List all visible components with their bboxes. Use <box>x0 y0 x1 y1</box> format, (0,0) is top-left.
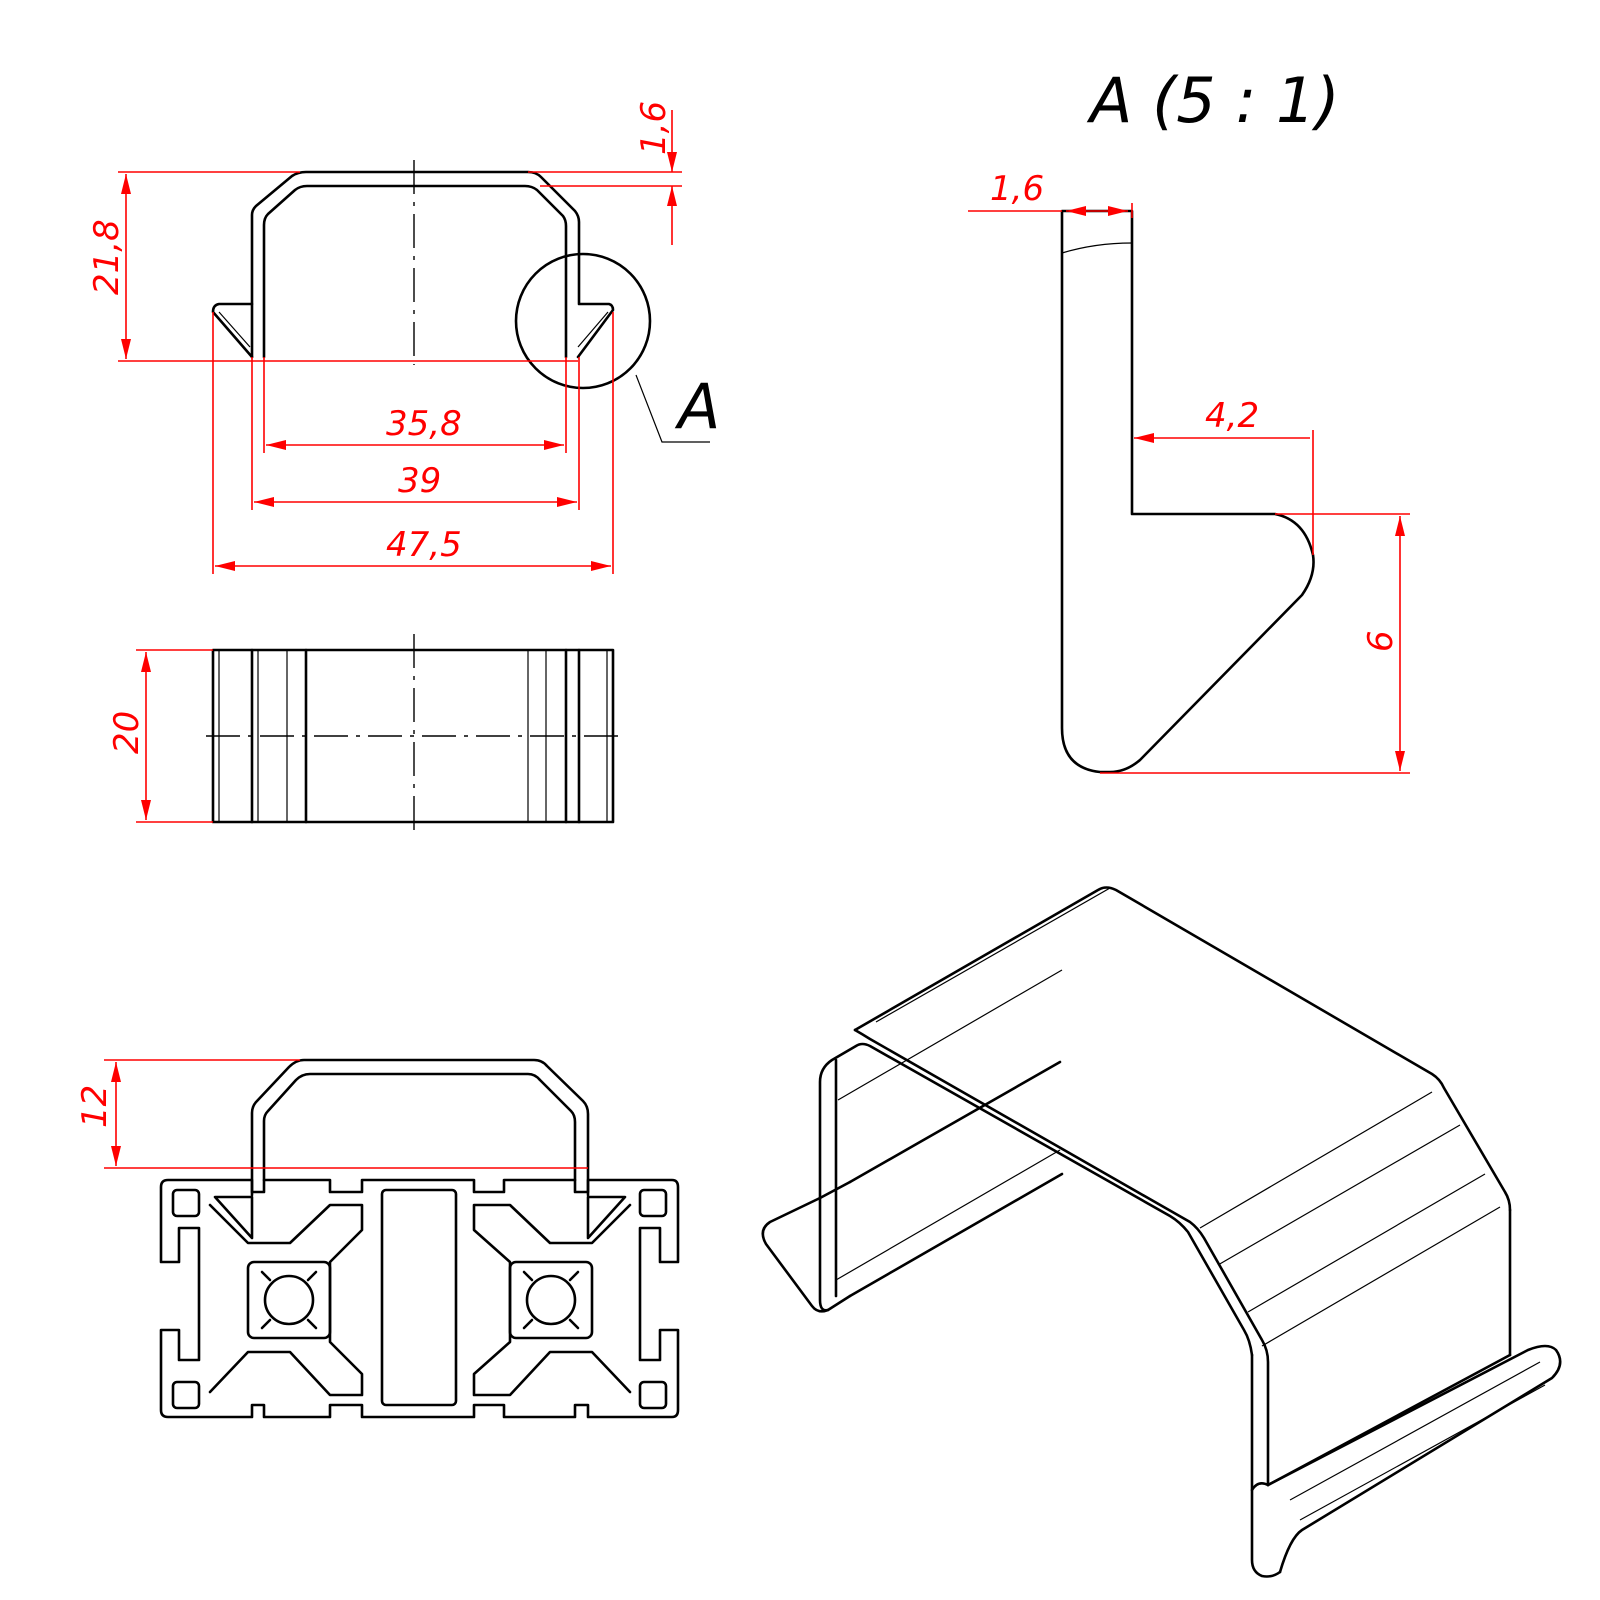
clip-left-lip <box>211 302 254 359</box>
dim-width-outer: 39 <box>398 461 441 501</box>
iso-front-top-edge <box>853 1028 1270 1487</box>
clip-left-lip-inner <box>218 311 251 348</box>
profile-left-core <box>246 1260 332 1340</box>
iso-right-outer <box>1250 1353 1282 1578</box>
dim-width-total: 47,5 <box>386 525 462 565</box>
front-view <box>211 160 615 365</box>
clip-outer-profile <box>250 170 615 359</box>
profile-center-cavity <box>380 1188 458 1407</box>
assembly-dimensions: 12 <box>75 1059 588 1169</box>
top-dimensions: 20 <box>107 649 213 823</box>
profile-right-web <box>472 1203 632 1397</box>
detail-profile <box>1060 209 1315 774</box>
profile-right-core <box>508 1260 594 1340</box>
dim-detail-thickness: 1,6 <box>990 169 1044 209</box>
dim-length: 20 <box>107 711 147 754</box>
assembly-clip-inner <box>262 1072 577 1182</box>
aluminium-profile-outline <box>159 1178 680 1419</box>
detail-title: A (5 : 1) <box>1086 64 1340 137</box>
clip-right-lip-inner <box>577 311 609 348</box>
iso-top-face <box>853 886 1512 1212</box>
detail-view: A (5 : 1) <box>1060 64 1340 774</box>
detail-circle <box>514 252 652 390</box>
isometric-view <box>761 886 1562 1578</box>
dim-width-inner: 35,8 <box>386 404 462 444</box>
front-dimensions: 21,8 1,6 35,8 39 47,5 <box>87 101 682 574</box>
iso-left-lip <box>761 1196 830 1313</box>
detail-marker-label: A <box>674 370 720 443</box>
profile-left-web <box>208 1203 364 1397</box>
assembly-view <box>159 1058 680 1419</box>
clip-inner-profile <box>262 184 568 359</box>
detail-leader <box>635 374 710 443</box>
dim-thickness-top: 1,6 <box>634 101 674 155</box>
dim-height-overall: 21,8 <box>87 219 127 295</box>
detail-marker-a: A <box>514 252 720 443</box>
assembly-clip-outer <box>250 1058 590 1197</box>
iso-right-lip <box>1266 1344 1562 1574</box>
dim-detail-height: 6 <box>1361 630 1401 652</box>
detail-edge-arc <box>1061 242 1133 254</box>
top-view <box>206 634 626 838</box>
dim-protrusion: 12 <box>75 1085 115 1128</box>
detail-dimensions: 1,6 4,2 6 <box>968 169 1410 774</box>
dim-detail-lip: 4,2 <box>1205 396 1259 436</box>
